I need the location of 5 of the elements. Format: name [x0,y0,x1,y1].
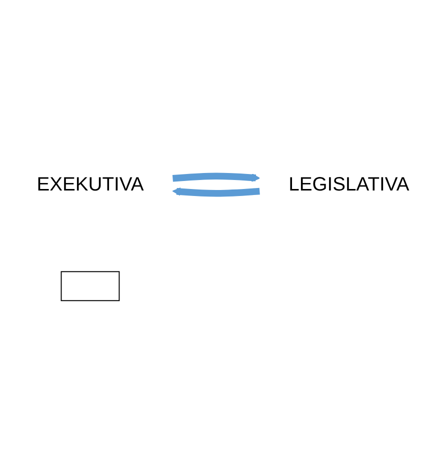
arrow [172,188,260,198]
node-box [60,271,120,302]
node-text: LEGISLATIVA [288,174,410,196]
node-text: EXEKUTIVA [36,174,144,196]
arrow [172,173,260,182]
